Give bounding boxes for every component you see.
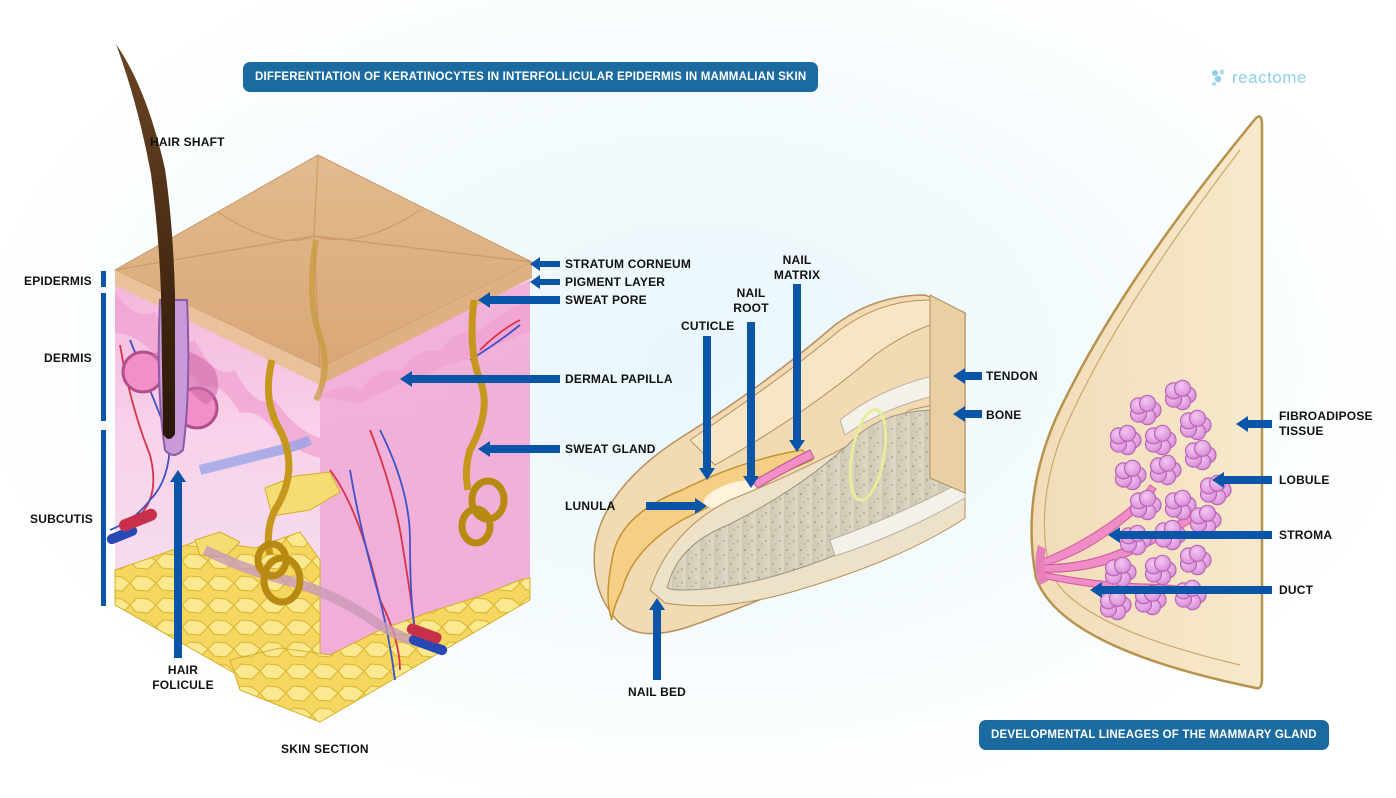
sweat-duct-right [462, 299, 488, 491]
label-fibroadipose-tissue: FIBROADIPOSE TISSUE [1279, 409, 1373, 439]
sweat-duct-back [309, 239, 328, 402]
arrow-pigment-layer [530, 275, 560, 289]
label-nail-root-line2: ROOT [733, 301, 769, 315]
vessel-cut-left-red [119, 508, 157, 532]
arrow-lobule [1212, 472, 1272, 488]
reactome-logo-text: reactome [1232, 68, 1307, 87]
arrow-cuticle [699, 336, 715, 480]
lobule-acinus [1188, 544, 1207, 562]
arrow-lunula [646, 498, 707, 514]
skin-epidermis-edge-side [320, 262, 532, 385]
vessel-cut-right-red [406, 623, 442, 644]
label-nail-bed: NAIL BED [628, 685, 687, 699]
label-skin-section: SKIN SECTION [281, 742, 369, 756]
label-hair-folicule-line2: FOLICULE [152, 678, 214, 692]
lobule-acinus [1188, 409, 1207, 427]
label-epidermis: EPIDERMIS [24, 274, 92, 288]
arrow-nail-matrix [789, 284, 805, 452]
nail-arrows [646, 284, 982, 680]
vein [109, 324, 521, 681]
label-sweat-gland: SWEAT GLAND [565, 442, 656, 456]
label-hair-folicule-line1: HAIR [167, 663, 199, 677]
arrow-duct [1090, 582, 1272, 598]
vessel-cut-left [106, 525, 138, 545]
lobules [1099, 379, 1232, 621]
arrow-nail-root [743, 322, 759, 488]
label-fibroadipose-line2: TISSUE [1279, 424, 1324, 438]
label-bone: BONE [986, 408, 1022, 422]
label-cuticle: CUTICLE [681, 319, 735, 333]
arrow-fibroadipose [1236, 416, 1272, 432]
label-nail-matrix: NAIL MATRIX [762, 253, 832, 283]
arrow-bone [953, 406, 982, 422]
label-lunula: LUNULA [565, 499, 616, 513]
arrow-nail-bed [649, 598, 665, 680]
label-hair-shaft: HAIR SHAFT [150, 135, 225, 149]
arrow-sweat-pore [478, 292, 560, 308]
bracket-subcutis [101, 430, 106, 606]
reactome-logo: reactome [1210, 66, 1307, 90]
subcutis-fat-side [229, 577, 531, 723]
lobule-acinus [1198, 504, 1217, 522]
label-lobule: LOBULE [1279, 473, 1330, 487]
arrow-tendon [953, 368, 982, 384]
label-nail-root-line1: NAIL [736, 286, 766, 300]
label-fibroadipose-line1: FIBROADIPOSE [1279, 409, 1373, 423]
label-sweat-pore: SWEAT PORE [565, 293, 647, 307]
mammary-arrows [1090, 416, 1272, 598]
label-tendon: TENDON [986, 369, 1038, 383]
dermal-papillae-side [320, 301, 530, 403]
label-dermal-papilla: DERMAL PAPILLA [565, 372, 673, 386]
mammary-title-banner: DEVELOPMENTAL LINEAGES OF THE MAMMARY GL… [979, 720, 1329, 750]
label-nail-matrix-line2: MATRIX [773, 268, 821, 282]
skin-top-creases [114, 154, 533, 369]
vessel-cut-right [408, 634, 448, 656]
finger-end-face [929, 294, 966, 494]
arrow-hair-folicule [170, 470, 186, 658]
lunula-shape [703, 480, 757, 508]
bracket-dermis [101, 293, 106, 421]
nail-root-shape [751, 449, 815, 489]
lobule-acinus [1173, 379, 1192, 397]
label-stratum-corneum: STRATUM CORNEUM [565, 257, 692, 271]
bracket-epidermis [101, 271, 106, 287]
sweat-gland-coil-center [254, 540, 304, 606]
reactome-logo-icon [1211, 69, 1225, 87]
skin-section-drawing [106, 44, 534, 723]
label-stroma: STROMA [1279, 528, 1333, 542]
deep-vessel-blue [198, 435, 313, 475]
label-nail-root: NAIL ROOT [716, 286, 786, 316]
lobule-acinus [1153, 424, 1172, 442]
skin-title-banner: DIFFERENTIATION OF KERATINOCYTES IN INTE… [243, 62, 819, 92]
label-subcutis: SUBCUTIS [30, 512, 93, 526]
lobule-acinus [1173, 489, 1192, 507]
fingertip-drawing [593, 294, 967, 635]
lobule-acinus [1158, 454, 1177, 472]
lobule-acinus [1193, 439, 1212, 457]
arrow-stratum-corneum [530, 257, 560, 271]
label-nail-matrix-line1: NAIL [782, 253, 812, 267]
label-duct: DUCT [1279, 583, 1314, 597]
lobule-acinus [1138, 489, 1157, 507]
sweat-duct-center [264, 359, 293, 556]
lobule-acinus [1153, 554, 1172, 572]
arrow-dermal-papilla [400, 371, 560, 387]
sweat-gland-coil-right [458, 477, 508, 547]
arrow-sweat-gland [478, 441, 560, 457]
arrow-stroma [1108, 527, 1272, 543]
skin-arrows [101, 257, 560, 658]
joint-outline [848, 408, 888, 502]
label-dermis: DERMIS [44, 351, 92, 365]
breast-inner-line [1043, 149, 1241, 666]
hair-shaft-shape [116, 44, 175, 439]
deep-vessel-pair [202, 545, 412, 645]
lobule-acinus [1138, 394, 1157, 412]
lobule-acinus [1123, 459, 1142, 477]
nipple-region [1035, 545, 1048, 585]
label-hair-folicule: HAIR FOLICULE [148, 663, 218, 693]
lobule-acinus [1113, 556, 1132, 574]
label-pigment-layer: PIGMENT LAYER [565, 275, 666, 289]
lobule-acinus [1118, 424, 1137, 442]
